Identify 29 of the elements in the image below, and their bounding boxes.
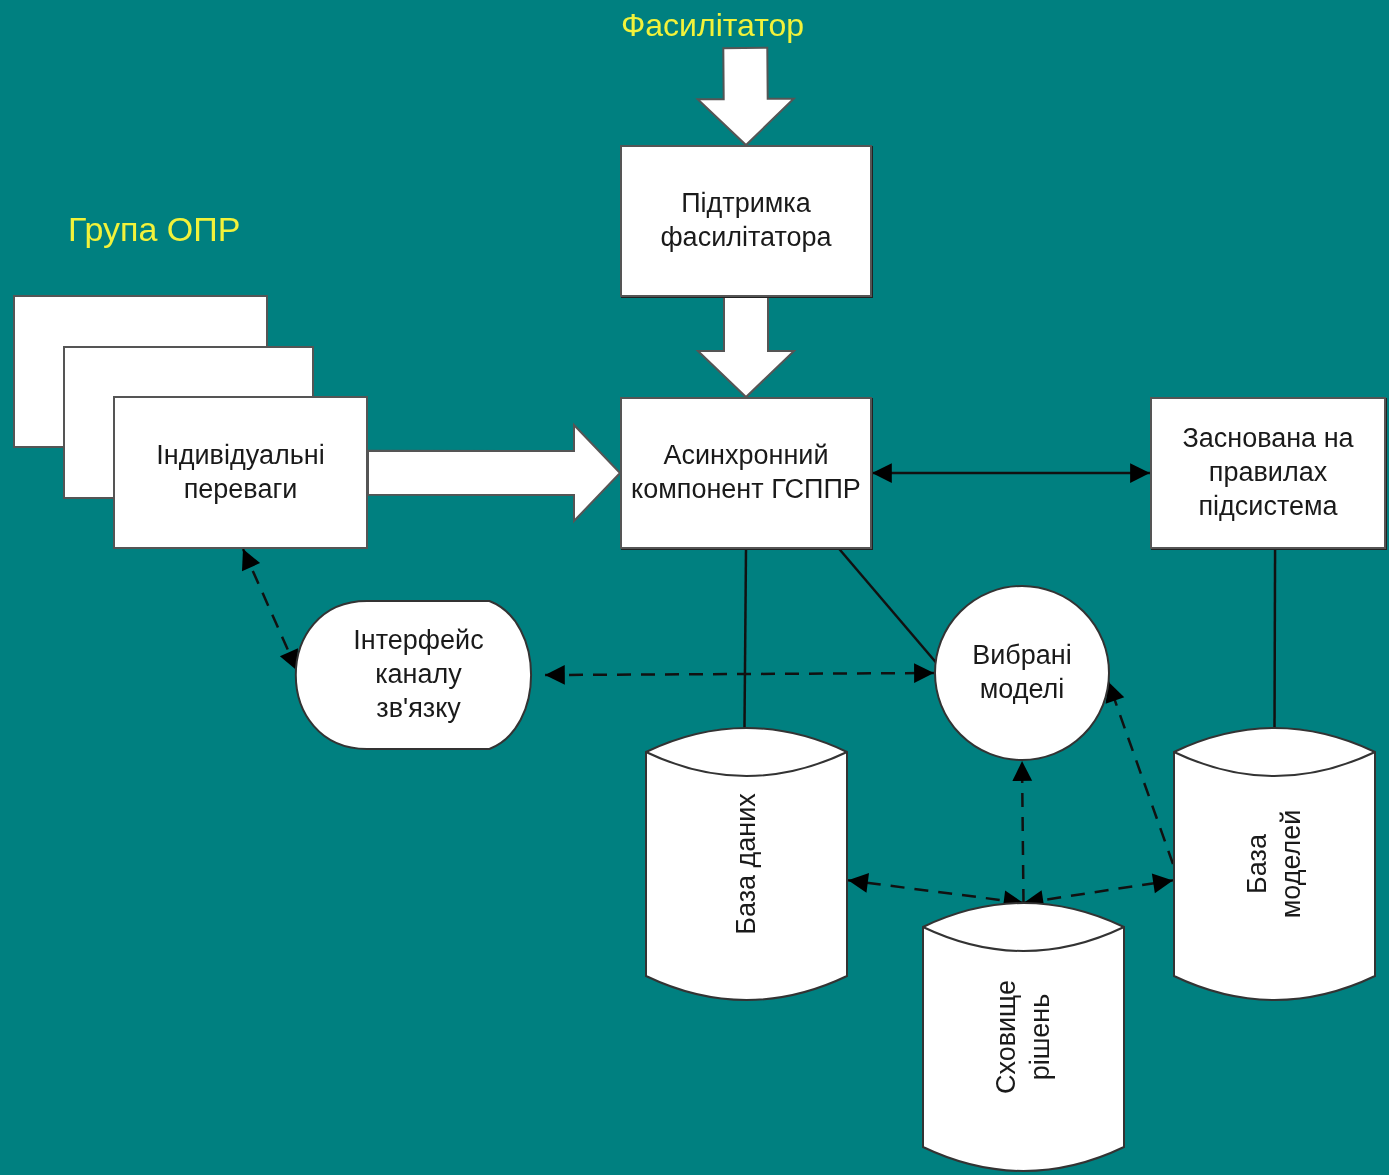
node-label: Вибрані моделі: [971, 639, 1073, 706]
stacked-cards: [13, 295, 368, 549]
dashed-arrow: [1012, 761, 1033, 903]
connector-line: [872, 463, 1150, 483]
node-label: База моделей: [1240, 808, 1307, 921]
block-arrow: [367, 422, 622, 524]
node-label: Індивідуальні переваги: [155, 438, 326, 506]
node-label: База даних: [729, 792, 762, 937]
node-label: Інтерфейс каналу зв'язку: [352, 624, 485, 725]
block-arrow: [695, 46, 797, 147]
dashed-arrow: [241, 548, 299, 671]
connector-line: [1273, 549, 1277, 728]
process-box: [620, 145, 872, 297]
block-arrow: [695, 296, 797, 399]
node-label: Асинхронний компонент ГСППР: [630, 439, 862, 506]
storage-cylinder: [645, 728, 848, 1000]
storage-cylinder: [922, 903, 1125, 1171]
process-box: [620, 397, 872, 549]
group-heading: Група ОПР: [68, 210, 241, 249]
process-box: [1150, 397, 1386, 549]
dashed-arrow: [545, 663, 934, 685]
model-circle: [934, 585, 1110, 761]
node-label: Сховище рішень: [989, 978, 1056, 1097]
dashed-arrow: [1105, 681, 1175, 865]
heading-text: Фасилітатор: [620, 6, 805, 44]
connector-line: [743, 549, 748, 728]
node-label: Заснована на правилах підсистема: [1181, 422, 1355, 523]
node-label: Підтримка фасилітатора: [659, 187, 833, 254]
storage-cylinder: [1173, 728, 1376, 1000]
